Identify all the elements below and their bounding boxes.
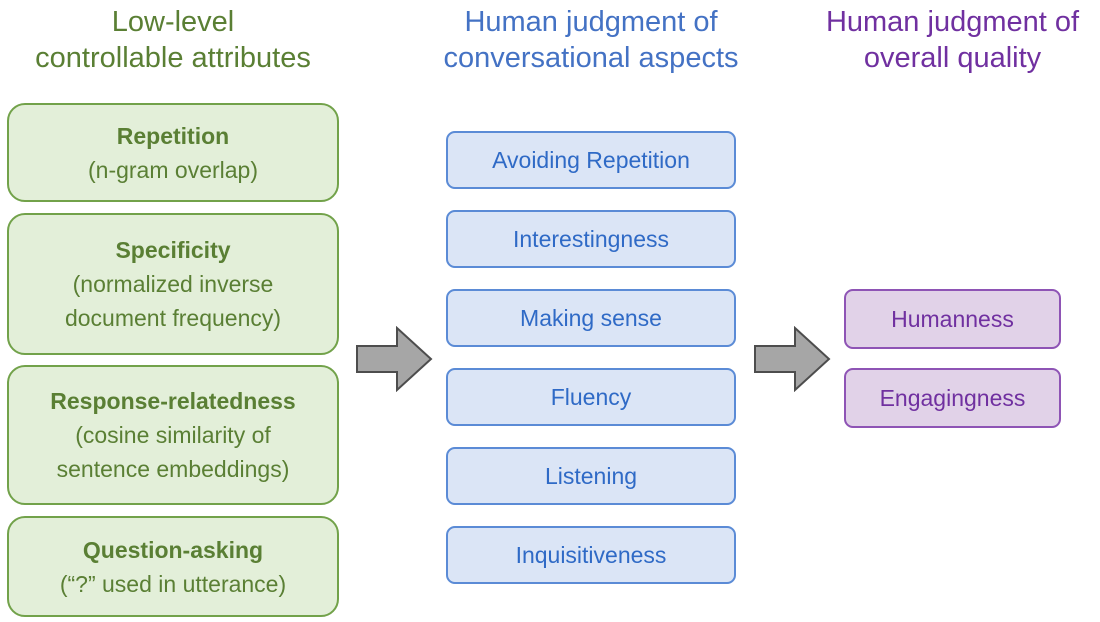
aspect-box-avoiding-repetition: Avoiding Repetition xyxy=(446,131,736,189)
aspects-title-line1: Human judgment of xyxy=(464,6,718,38)
aspect-box-listening: Listening xyxy=(446,447,736,505)
attribute-name: Response-relatedness xyxy=(50,388,296,414)
aspect-box-fluency: Fluency xyxy=(446,368,736,426)
aspect-label: Avoiding Repetition xyxy=(492,146,690,173)
aspect-label: Listening xyxy=(544,462,638,489)
quality-column-title: Human judgment of overall quality xyxy=(800,4,1100,76)
quality-box-humanness: Humanness xyxy=(844,289,1061,349)
aspect-box-making-sense: Making sense xyxy=(446,289,736,347)
attributes-title-line1: Low-level xyxy=(111,6,235,38)
aspect-label: Fluency xyxy=(550,383,632,410)
attribute-description: sentence embeddings) xyxy=(56,456,290,482)
attribute-box-response-relatedness: Response-relatedness (cosine similarity … xyxy=(7,365,339,505)
attribute-description: (n-gram overlap) xyxy=(88,156,258,183)
attribute-name: Repetition xyxy=(116,122,230,149)
attribute-description: document frequency) xyxy=(64,305,282,331)
attributes-column-title: Low-level controllable attributes xyxy=(0,4,346,76)
attribute-box-question-asking: Question-asking (“?” used in utterance) xyxy=(7,516,339,617)
quality-title-line1: Human judgment of xyxy=(825,6,1080,38)
attribute-description: (normalized inverse xyxy=(72,271,274,297)
attribute-name: Question-asking xyxy=(82,536,264,563)
quality-title-line2: overall quality xyxy=(863,42,1042,74)
aspect-label: Interestingness xyxy=(513,225,669,252)
right-arrow-icon xyxy=(754,326,831,392)
quality-box-engagingness: Engagingness xyxy=(844,368,1061,428)
aspect-label: Making sense xyxy=(520,304,662,331)
quality-label: Engagingness xyxy=(879,384,1026,411)
attribute-description: (“?” used in utterance) xyxy=(59,570,287,597)
attribute-box-repetition: Repetition (n-gram overlap) xyxy=(7,103,339,202)
aspect-box-interestingness: Interestingness xyxy=(446,210,736,268)
attribute-name: Specificity xyxy=(115,237,231,263)
aspect-label: Inquisitiveness xyxy=(515,541,667,568)
aspect-box-inquisitiveness: Inquisitiveness xyxy=(446,526,736,584)
quality-label: Humanness xyxy=(891,305,1014,332)
aspects-column-title: Human judgment of conversational aspects xyxy=(415,4,767,76)
attribute-description: (cosine similarity of xyxy=(75,422,271,448)
aspects-title-line2: conversational aspects xyxy=(443,42,739,74)
attribute-box-specificity: Specificity (normalized inverse document… xyxy=(7,213,339,355)
right-arrow-icon xyxy=(356,326,433,392)
attributes-title-line2: controllable attributes xyxy=(35,42,311,74)
